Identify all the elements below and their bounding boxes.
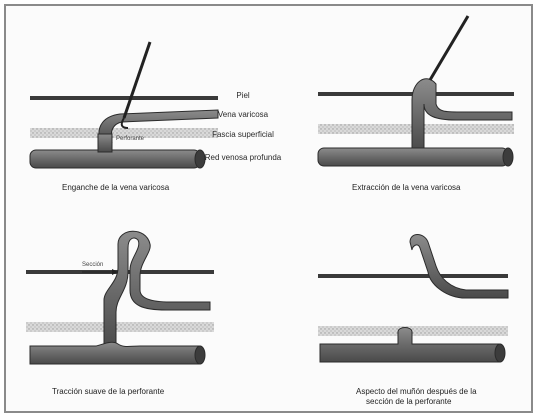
fascia-layer	[318, 326, 508, 336]
deep-vein-end	[195, 150, 205, 168]
caption-panel4-line2: sección de la perforante	[366, 397, 452, 406]
panel-hooking: Perforante Enganche de la vena varicosa	[30, 42, 218, 192]
skin-line	[318, 274, 508, 278]
label-red-venosa-profunda: Red venosa profunda	[205, 153, 282, 162]
section-annotation: Sección	[82, 262, 103, 268]
deep-vein	[318, 148, 508, 166]
skin-line	[30, 96, 218, 100]
deep-vein	[30, 150, 200, 168]
panel-stump: Aspecto del muñón después de la sección …	[318, 235, 508, 407]
caption-panel1: Enganche de la vena varicosa	[62, 183, 170, 192]
label-vena-varicosa: Vena varicosa	[218, 110, 269, 119]
hook-instrument	[124, 42, 150, 118]
deep-vein-end	[495, 344, 505, 362]
deep-vein-end	[195, 346, 205, 364]
perforator-loop	[104, 231, 210, 350]
hook-annotation: Perforante	[116, 136, 145, 142]
varicose-vein-loop	[412, 79, 512, 150]
varicose-vein-segment	[410, 235, 508, 299]
deep-vein	[30, 342, 200, 364]
label-piel: Piel	[236, 91, 250, 100]
perforator-vein	[98, 134, 112, 152]
caption-panel2: Extracción de la vena varicosa	[352, 183, 461, 192]
fascia-layer	[26, 322, 214, 332]
caption-panel4-line1: Aspecto del muñón después de la	[356, 387, 477, 396]
label-fascia-superficial: Fascia superficial	[212, 130, 274, 139]
panel-traction: Sección Tracción suave de la perforante	[26, 231, 214, 396]
deep-vein-end	[503, 148, 513, 166]
layer-labels: Piel Vena varicosa Fascia superficial Re…	[205, 91, 282, 162]
panel-extraction: Extracción de la vena varicosa	[318, 16, 514, 192]
caption-panel3: Tracción suave de la perforante	[52, 387, 165, 396]
hook-instrument	[430, 16, 468, 80]
